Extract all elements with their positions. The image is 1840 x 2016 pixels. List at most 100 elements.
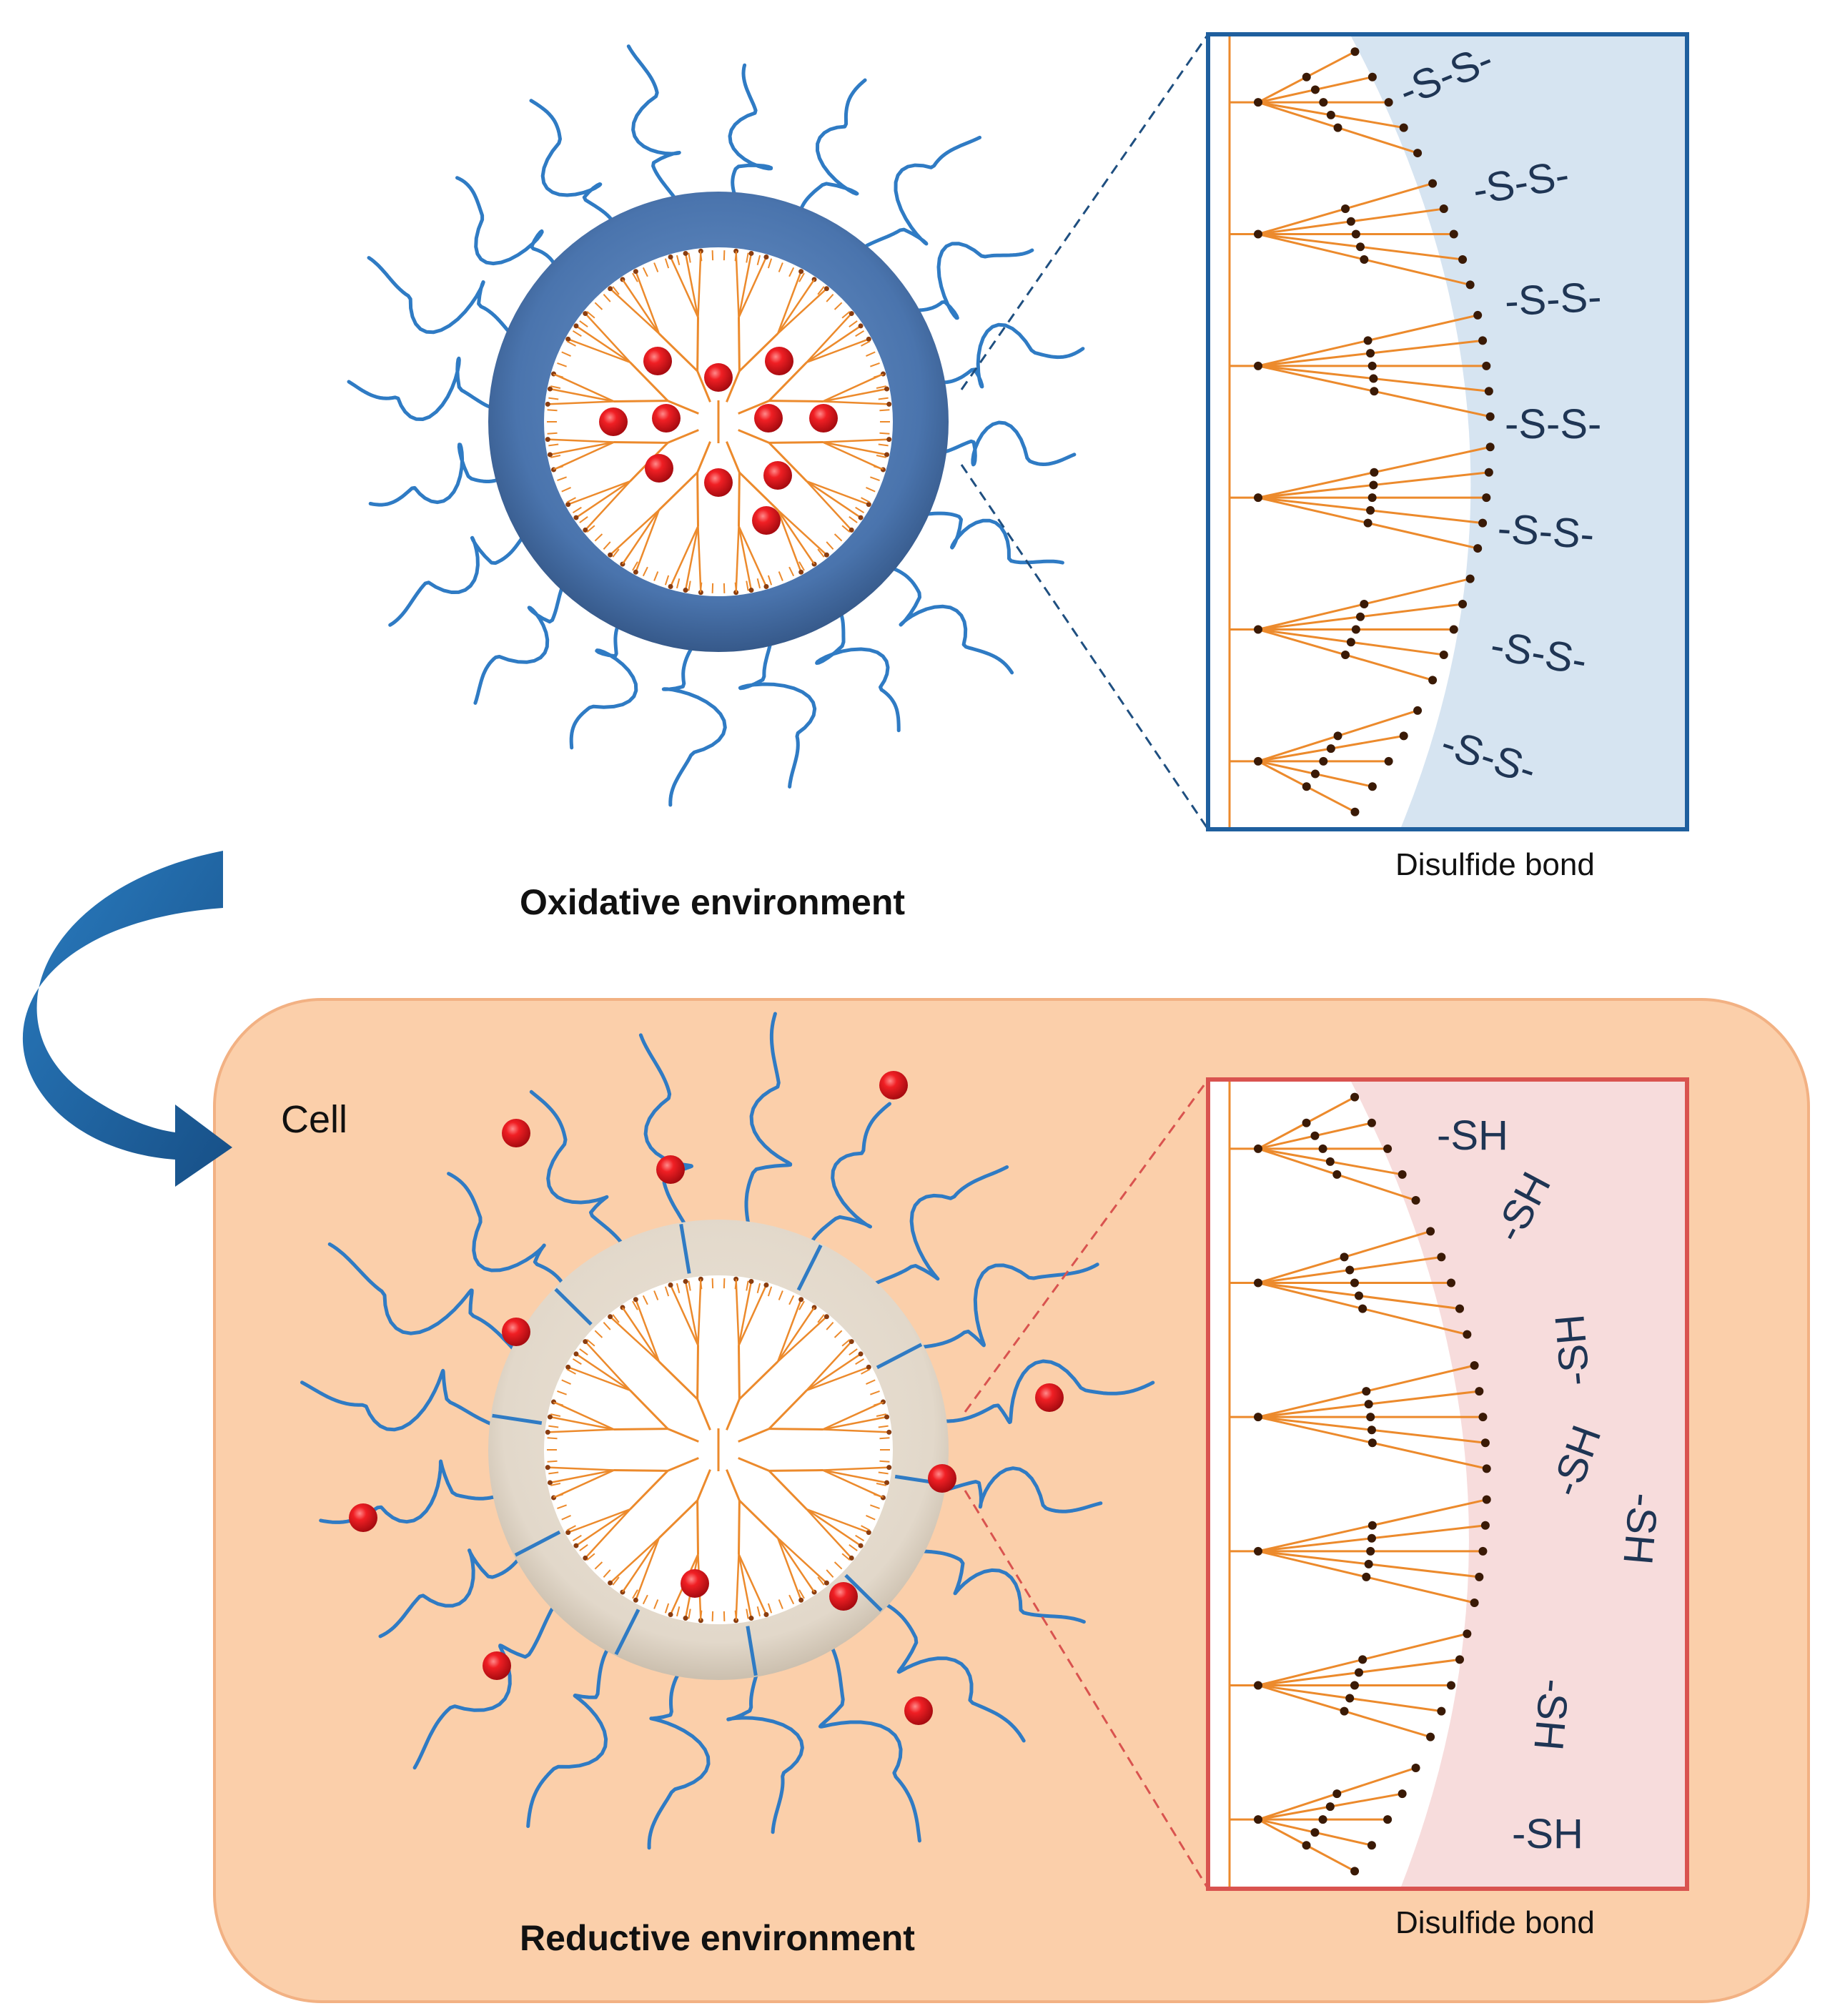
dendrimer-terminal bbox=[866, 1515, 876, 1521]
dendrimer-branch bbox=[1371, 1524, 1486, 1540]
dendrimer-terminal bbox=[1482, 1464, 1491, 1473]
dendrimer-terminal bbox=[553, 1401, 564, 1406]
dendrimer-branch bbox=[621, 1537, 660, 1593]
dendrimer-terminal bbox=[778, 571, 783, 581]
dendrimer-terminal bbox=[884, 386, 890, 392]
dendrimer-terminal bbox=[823, 1580, 829, 1586]
dendrimer-branch bbox=[1305, 1844, 1355, 1872]
dendrimer-terminal bbox=[553, 373, 564, 378]
dendrimer-branch bbox=[777, 1307, 816, 1363]
drug-molecule bbox=[643, 347, 672, 375]
dendrimer-branch bbox=[1337, 709, 1418, 737]
dendrimer-terminal bbox=[573, 323, 579, 329]
dendrimer-terminal bbox=[1366, 1546, 1375, 1556]
dendrimer-terminal bbox=[861, 340, 871, 347]
dendrimer-branch bbox=[1257, 1122, 1307, 1150]
dendrimer-branch bbox=[697, 1279, 702, 1346]
dendrimer-terminal bbox=[565, 1530, 571, 1536]
dendrimer-branch bbox=[1336, 1173, 1417, 1202]
dendrimer-terminal bbox=[547, 1414, 553, 1420]
dendrimer-terminal bbox=[557, 362, 567, 367]
dendrimer-terminal bbox=[849, 1555, 854, 1561]
dendrimer-terminal bbox=[849, 1544, 858, 1551]
dendrimer-branch bbox=[575, 480, 631, 519]
dendrimer-branch bbox=[726, 370, 741, 402]
dendrimer-branch bbox=[806, 1508, 869, 1533]
dendrimer-branch bbox=[1349, 1697, 1442, 1713]
dendrimer-terminal bbox=[1367, 493, 1377, 503]
transition-arrow bbox=[22, 851, 232, 1187]
dendrimer-terminal bbox=[1332, 1789, 1342, 1799]
dendrimer-terminal bbox=[849, 527, 854, 533]
dendrimer-terminal bbox=[1399, 731, 1408, 741]
dendrimer-terminal bbox=[683, 250, 688, 256]
nanoparticle-reduced bbox=[300, 1012, 1155, 1850]
dendrimer-terminal bbox=[1437, 1706, 1446, 1716]
dendrimer-terminal bbox=[1370, 468, 1379, 477]
dendrimer-terminal bbox=[1354, 1668, 1363, 1677]
dendrimer-branch bbox=[684, 1281, 699, 1346]
dendrimer-terminal bbox=[746, 580, 749, 591]
dendrimer-branch bbox=[1257, 1403, 1369, 1418]
dendrimer-branch bbox=[584, 312, 631, 363]
zoom-caption-top: Disulfide bond bbox=[1395, 847, 1595, 882]
dendrimer-branch bbox=[1344, 1230, 1431, 1258]
dendrimer-terminal bbox=[826, 1569, 834, 1578]
dendrimer-terminal bbox=[798, 561, 805, 571]
dendrimer-terminal bbox=[1367, 1521, 1377, 1530]
dendrimer-terminal bbox=[642, 566, 648, 577]
dendrimer-branch bbox=[635, 271, 661, 335]
dendrimer-branch bbox=[1257, 88, 1316, 104]
dendrimer-branch bbox=[1344, 1710, 1431, 1739]
dendrimer-terminal bbox=[746, 1280, 749, 1291]
dendrimer-branch bbox=[575, 1353, 631, 1391]
disulfide-group: -S-S- bbox=[1495, 505, 1596, 558]
dendrimer-branch bbox=[1257, 1415, 1373, 1444]
dendrimer-terminal bbox=[1428, 676, 1438, 685]
dendrimer-terminal bbox=[1350, 1278, 1359, 1288]
dendrimer-terminal bbox=[823, 286, 829, 292]
dendrimer-branch bbox=[1358, 1295, 1460, 1310]
dendrimer-terminal bbox=[642, 1295, 648, 1305]
drug-molecule bbox=[1035, 1383, 1064, 1412]
dendrimer-terminal bbox=[1480, 1521, 1490, 1530]
dendrimer-terminal bbox=[1356, 242, 1365, 252]
dendrimer-branch bbox=[1257, 233, 1365, 261]
dendrimer-terminal bbox=[688, 580, 691, 591]
dendrimer-branch bbox=[613, 440, 668, 444]
dendrimer-branch bbox=[738, 429, 770, 444]
dendrimer-branch bbox=[553, 1469, 615, 1499]
dendrimer-terminal bbox=[1470, 1360, 1479, 1370]
dendrimer-terminal bbox=[573, 515, 579, 520]
dendrimer-terminal bbox=[557, 1390, 567, 1395]
dendrimer-terminal bbox=[547, 1460, 558, 1463]
dendrimer-branch bbox=[726, 1469, 741, 1501]
dendrimer-branch bbox=[768, 400, 823, 403]
dendrimer-terminal bbox=[1362, 1387, 1371, 1396]
polymer-chain bbox=[844, 1573, 883, 1612]
dendrimer-terminal bbox=[873, 373, 884, 378]
dendrimer-terminal bbox=[1384, 98, 1393, 107]
dendrimer-terminal bbox=[746, 1609, 749, 1619]
dendrimer-branch bbox=[822, 1469, 884, 1499]
dendrimer-terminal bbox=[1254, 1413, 1262, 1422]
dendrimer-branch bbox=[667, 1428, 699, 1443]
thiol-group: -SH bbox=[1546, 1312, 1599, 1388]
dendrimer-terminal bbox=[808, 555, 816, 565]
dendrimer-branch bbox=[1257, 1818, 1307, 1847]
dendrimer-branch bbox=[697, 525, 702, 593]
dendrimer-terminal bbox=[1478, 1546, 1488, 1556]
dendrimer-branch bbox=[822, 441, 887, 456]
dendrimer-branch bbox=[777, 1315, 828, 1363]
dendrimer-branch bbox=[737, 472, 741, 527]
polymer-chain bbox=[614, 1609, 640, 1656]
dendrimer-branch bbox=[697, 251, 702, 318]
dendrimer-terminal bbox=[608, 286, 613, 292]
dendrimer-branch bbox=[548, 438, 615, 443]
dendrimer-terminal bbox=[632, 272, 638, 282]
dendrimer-terminal bbox=[855, 330, 865, 337]
dendrimer-branch bbox=[1374, 445, 1491, 474]
dendrimer-terminal bbox=[798, 1589, 805, 1599]
dendrimer-branch bbox=[822, 1415, 887, 1431]
dendrimer-branch bbox=[1373, 471, 1490, 486]
